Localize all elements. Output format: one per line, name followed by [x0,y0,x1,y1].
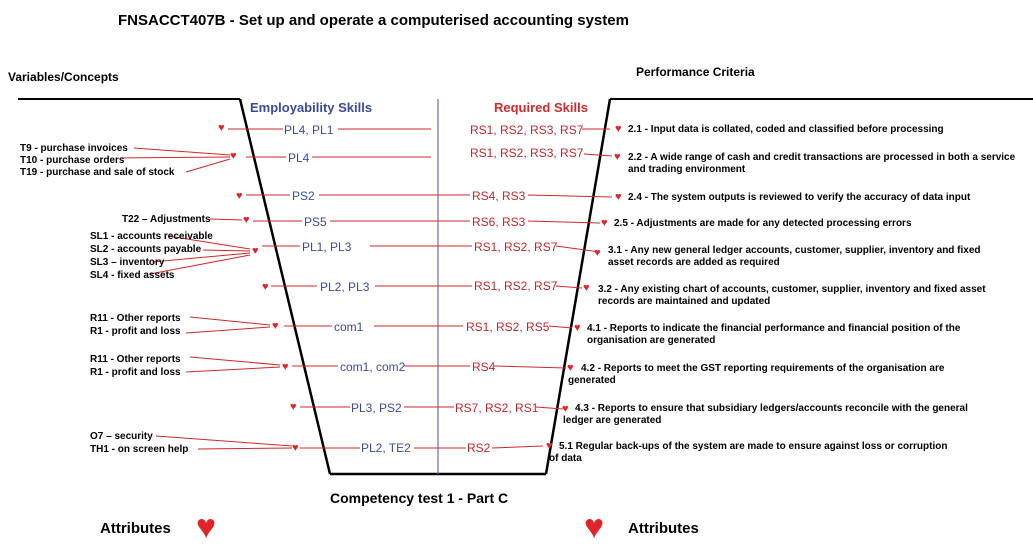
required-skill: RS4 [472,360,496,374]
attributes-left-label: Attributes [100,520,171,537]
variables-header: Variables/Concepts [8,70,119,84]
performance-criterion: 2.4 - The system outputs is reviewed to … [628,192,971,203]
heart-icon: ♥ [243,214,250,226]
heart-icon: ♥ [574,322,581,334]
heart-icon: ♥ [196,508,217,546]
connector-lines [228,128,613,449]
heart-icon: ♥ [236,190,243,202]
heart-icon: ♥ [562,403,569,415]
heart-icon: ♥ [594,247,601,259]
performance-criterion-continued: ledger are generated [563,415,662,426]
heart-icon: ♥ [230,150,237,162]
required-skill: RS7, RS2, RS1 [455,401,539,415]
variable-item: T22 – Adjustments [122,214,211,225]
employability-skill: PS2 [292,189,315,203]
performance-criterion: 5.1 Regular back-ups of the system are m… [559,441,948,452]
required-skill: RS2 [467,441,491,455]
variable-item: R1 - profit and loss [90,326,181,337]
variable-item: T9 - purchase invoices [20,143,128,154]
page-title: FNSACCT407B - Set up and operate a compu… [118,12,629,29]
performance-criterion: 2.5 - Adjustments are made for any detec… [614,218,912,229]
heart-icon: ♥ [282,361,289,373]
employability-skill: PL4 [288,151,310,165]
variable-connectors [119,147,293,450]
employability-skill: PL2, PL3 [320,280,370,294]
variable-item: T10 - purchase orders [20,155,125,166]
variable-item: R1 - profit and loss [90,367,181,378]
required-skill: RS1, RS2, RS3, RS7 [470,123,584,137]
variable-item: SL3 – inventory [90,257,165,268]
variable-item: SL1 - accounts receivable [90,231,213,242]
employability-header: Employability Skills [250,100,373,115]
heart-icon: ♥ [615,191,622,203]
attributes-right-label: Attributes [628,520,699,537]
employability-skill: PL2, TE2 [361,441,411,455]
heart-icon: ♥ [262,281,269,293]
required-skill: RS1, RS2, RS5 [466,320,550,334]
performance-criterion: 2.1 - Input data is collated, coded and … [628,124,944,135]
heart-icon: ♥ [567,362,574,374]
performance-criterion: 3.1 - Any new general ledger accounts, c… [608,245,981,268]
heart-icon: ♥ [584,508,605,546]
required-skill: RS1, RS2, RS3, RS7 [470,146,584,160]
employability-skill: com1 [334,320,364,334]
heart-icon: ♥ [292,442,299,454]
required-skill: RS4, RS3 [472,189,526,203]
variable-item: SL4 - fixed assets [90,270,175,281]
performance-criterion-continued: generated [568,375,616,386]
required-skill: RS1, RS2, RS7 [474,279,558,293]
required-skill: RS1, RS2, RS7 [474,240,558,254]
performance-header: Performance Criteria [636,65,755,79]
variable-item: R11 - Other reports [90,313,181,324]
variable-item: T19 - purchase and sale of stock [20,167,175,178]
performance-criterion: 4.1 - Reports to indicate the financial … [587,323,961,346]
heart-icon: ♥ [272,320,279,332]
employability-skill: PL4, PL1 [284,123,334,137]
variable-item: SL2 - accounts payable [90,244,202,255]
heart-icon: ♥ [615,123,622,135]
heart-icon: ♥ [601,217,608,229]
employability-skill: PS5 [304,215,327,229]
heart-icon: ♥ [290,401,297,413]
footer-caption: Competency test 1 - Part C [330,490,509,506]
performance-criterion: 3.2 - Any existing chart of accounts, cu… [598,284,986,307]
heart-icon: ♥ [546,440,553,452]
required-skill: RS6, RS3 [472,215,526,229]
heart-icon: ♥ [252,245,259,257]
heart-icon: ♥ [218,122,225,134]
performance-criterion: 4.2 - Reports to meet the GST reporting … [581,363,945,374]
performance-criterion: 4.3 - Reports to ensure that subsidiary … [575,403,968,414]
performance-criterion-continued: of data [549,453,582,464]
required-header: Required Skills [494,100,588,115]
employability-skill: PL1, PL3 [302,240,352,254]
performance-criterion: 2.2 - A wide range of cash and credit tr… [628,152,1016,175]
employability-skill: PL3, PS2 [351,401,402,415]
variable-item: TH1 - on screen help [90,444,189,455]
variable-item: O7 – security [90,431,153,442]
heart-icon: ♥ [614,151,621,163]
employability-skill: com1, com2 [340,360,406,374]
variable-item: R11 - Other reports [90,354,181,365]
heart-icon: ♥ [583,282,590,294]
funnel-right-edge [544,98,612,475]
